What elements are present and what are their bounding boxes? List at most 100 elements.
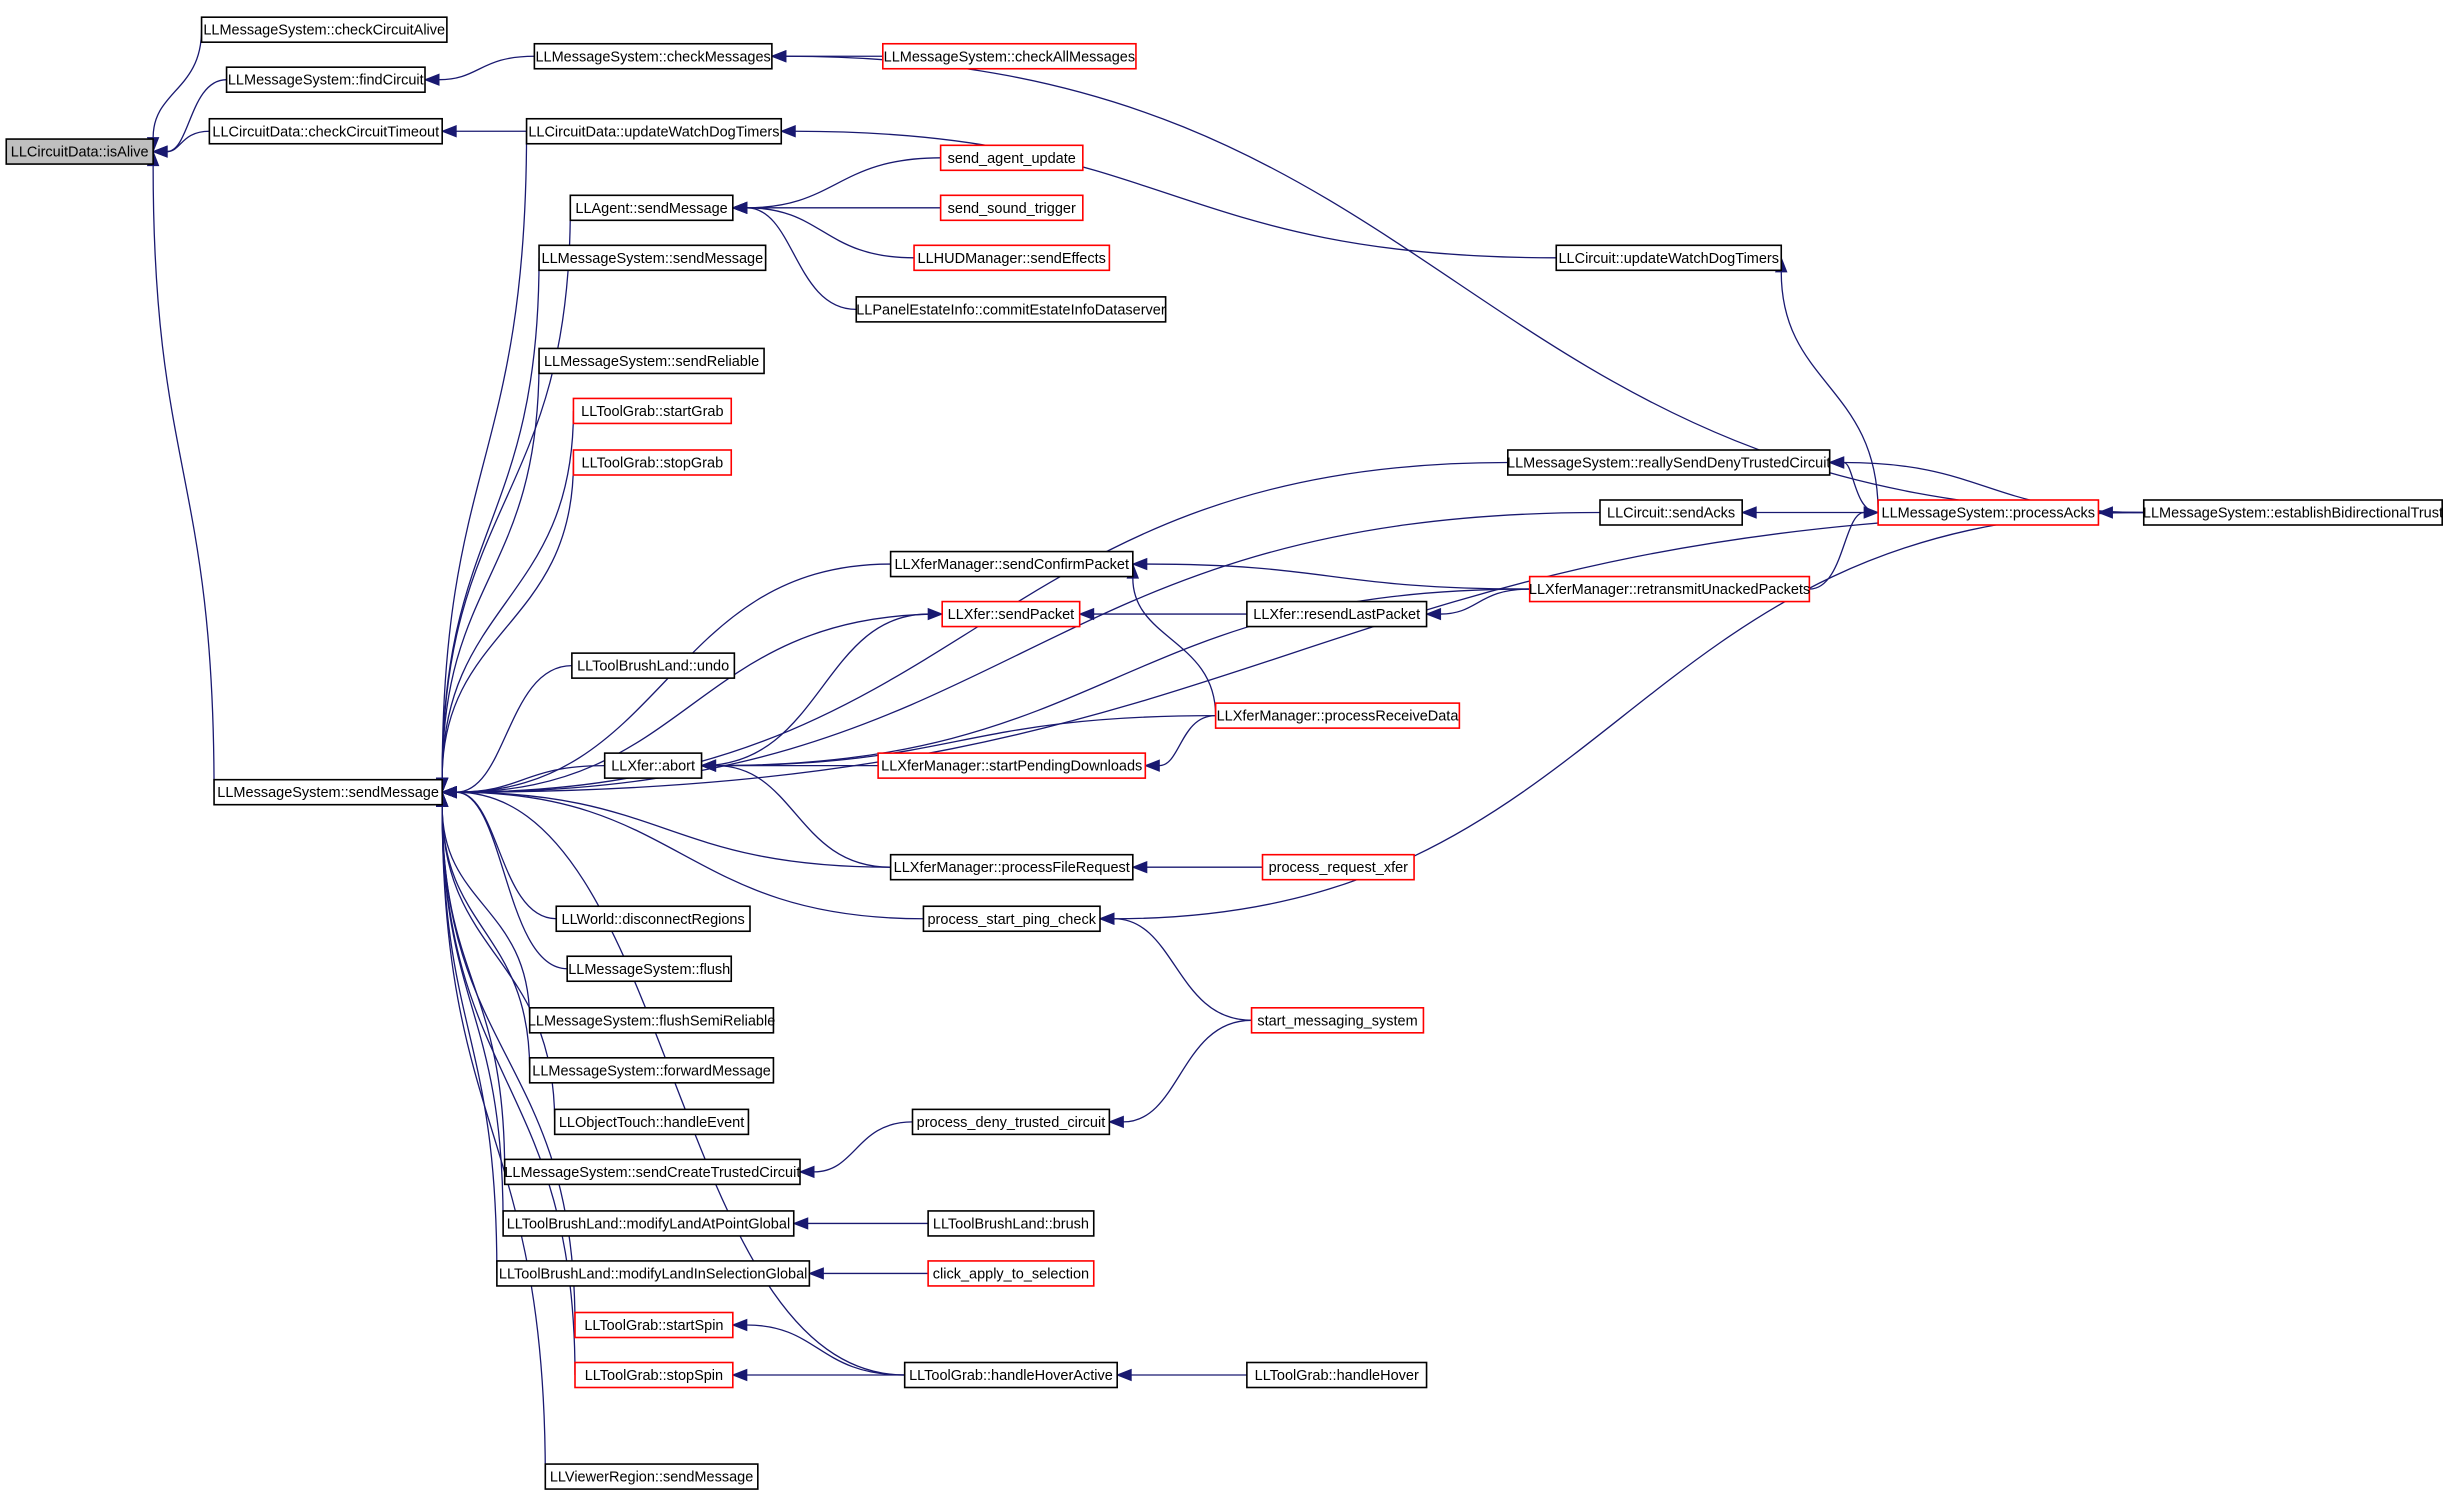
edge-arrowhead bbox=[792, 1217, 809, 1230]
edge-line bbox=[441, 806, 576, 1376]
node-send-reliable[interactable]: LLMessageSystem::sendReliable bbox=[538, 347, 765, 375]
edge-arrowhead bbox=[1078, 607, 1095, 621]
node-handle-hover[interactable]: LLToolGrab::handleHover bbox=[1246, 1361, 1428, 1389]
edge-arrowhead bbox=[1115, 1368, 1132, 1382]
node-box bbox=[603, 752, 703, 779]
node-label: LLWorld::disconnectRegions bbox=[562, 912, 745, 928]
node-box bbox=[889, 550, 1134, 578]
node-process-receive-data[interactable]: LLXferManager::processReceiveData bbox=[1214, 702, 1461, 729]
node-start-messaging[interactable]: start_messaging_system bbox=[1250, 1007, 1425, 1034]
node-label: LLXferManager::startPendingDownloads bbox=[881, 759, 1142, 775]
node-send-confirm-packet[interactable]: LLXferManager::sendConfirmPacket bbox=[889, 550, 1134, 578]
node-process-acks[interactable]: LLMessageSystem::processAcks bbox=[1877, 499, 2100, 526]
node-box bbox=[566, 955, 733, 983]
node-circuit-update-watch-dog-timers[interactable]: LLCircuit::updateWatchDogTimers bbox=[1555, 244, 1783, 272]
node-object-touch[interactable]: LLObjectTouch::handleEvent bbox=[553, 1108, 750, 1136]
edge-arrowhead bbox=[1863, 506, 1880, 519]
node-stop-grab[interactable]: LLToolGrab::stopGrab bbox=[572, 449, 733, 476]
edge-line bbox=[456, 791, 568, 970]
node-box bbox=[877, 752, 1147, 779]
node-hud-send-effects[interactable]: LLHUDManager::sendEffects bbox=[913, 244, 1111, 272]
node-cd-update-watch-dog-timers[interactable]: LLCircuitData::updateWatchDogTimers bbox=[525, 117, 783, 145]
node-send-sound-trigger[interactable]: send_sound_trigger bbox=[939, 194, 1084, 222]
node-label: LLMessageSystem::sendCreateTrustedCircui… bbox=[504, 1165, 800, 1181]
edge-line bbox=[1440, 588, 1530, 615]
node-process-request-xfer[interactable]: process_request_xfer bbox=[1261, 853, 1415, 881]
node-label: LLMessageSystem::forwardMessage bbox=[532, 1063, 771, 1079]
node-box bbox=[1877, 499, 2100, 526]
node-find-circuit[interactable]: LLMessageSystem::findCircuit bbox=[225, 66, 426, 93]
node-click-apply[interactable]: click_apply_to_selection bbox=[927, 1260, 1095, 1287]
edge-line bbox=[715, 764, 891, 868]
node-label: LLMessageSystem::sendReliable bbox=[544, 354, 759, 370]
node-box bbox=[1261, 853, 1415, 881]
node-label: LLCircuitData::updateWatchDogTimers bbox=[528, 124, 779, 140]
edge-line bbox=[441, 410, 575, 779]
node-process-file-request[interactable]: LLXferManager::processFileRequest bbox=[889, 853, 1134, 881]
node-modify-land-in-sel[interactable]: LLToolBrushLand::modifyLandInSelectionGl… bbox=[496, 1260, 811, 1287]
node-modify-land-at-point[interactable]: LLToolBrushLand::modifyLandAtPointGlobal bbox=[502, 1210, 795, 1237]
node-stop-spin[interactable]: LLToolGrab::stopSpin bbox=[574, 1361, 734, 1389]
node-check-circuit-timeout[interactable]: LLCircuitData::checkCircuitTimeout bbox=[208, 117, 443, 145]
edge-viewer-region-send-to-ms-send-message-main bbox=[435, 790, 546, 1477]
node-label: LLMessageSystem::sendMessage bbox=[217, 785, 439, 801]
node-process-deny-trusted[interactable]: process_deny_trusted_circuit bbox=[911, 1108, 1111, 1136]
edge-arrowhead bbox=[1143, 759, 1160, 772]
edge-retransmit-to-process-acks bbox=[1809, 506, 1880, 590]
node-label: LLCircuitData::checkCircuitTimeout bbox=[212, 124, 439, 140]
node-establish-trust[interactable]: LLMessageSystem::establishBidirectionalT… bbox=[2142, 499, 2443, 526]
node-handle-hover-active[interactable]: LLToolGrab::handleHoverActive bbox=[903, 1361, 1118, 1389]
node-box bbox=[913, 244, 1111, 272]
node-is-alive[interactable]: LLCircuitData::isAlive bbox=[5, 138, 154, 165]
node-forward-message[interactable]: LLMessageSystem::forwardMessage bbox=[528, 1057, 775, 1084]
node-agent-send-message[interactable]: LLAgent::sendMessage bbox=[569, 194, 734, 222]
graph-nodes: LLCircuitData::isAlive LLMessageSystem::c… bbox=[5, 16, 2443, 1490]
node-start-grab[interactable]: LLToolGrab::startGrab bbox=[572, 397, 733, 425]
edge-modify-land-in-sel-to-ms-send-message-main bbox=[435, 790, 498, 1274]
edge-line bbox=[1809, 511, 1865, 590]
node-resend-last-packet[interactable]: LLXfer::resendLastPacket bbox=[1246, 600, 1428, 628]
node-process-start-ping[interactable]: process_start_ping_check bbox=[922, 905, 1101, 933]
node-flush[interactable]: LLMessageSystem::flush bbox=[566, 955, 733, 983]
edge-process-deny-trusted-to-send-create-trusted bbox=[798, 1121, 913, 1179]
node-label: LLToolBrushLand::brush bbox=[933, 1216, 1089, 1232]
node-really-send-deny[interactable]: LLMessageSystem::reallySendDenyTrustedCi… bbox=[1507, 449, 1831, 476]
node-label: LLMessageSystem::processAcks bbox=[1882, 506, 2096, 522]
node-box bbox=[208, 117, 443, 145]
node-label: LLToolBrushLand::modifyLandAtPointGlobal bbox=[507, 1216, 790, 1232]
node-xfer-abort[interactable]: LLXfer::abort bbox=[603, 752, 703, 779]
node-retransmit[interactable]: LLXferManager::retransmitUnackedPackets bbox=[1528, 575, 1811, 603]
node-label: LLObjectTouch::handleEvent bbox=[559, 1115, 744, 1131]
node-box bbox=[2142, 499, 2443, 526]
node-check-circuit-alive[interactable]: LLMessageSystem::checkCircuitAlive bbox=[200, 16, 448, 43]
node-ms-send-message-main[interactable]: LLMessageSystem::sendMessage bbox=[213, 778, 443, 806]
node-label: LLToolGrab::handleHover bbox=[1255, 1368, 1419, 1384]
node-brush[interactable]: LLToolBrushLand::brush bbox=[927, 1210, 1095, 1237]
node-viewer-region-send[interactable]: LLViewerRegion::sendMessage bbox=[544, 1463, 759, 1490]
node-label: process_deny_trusted_circuit bbox=[917, 1115, 1106, 1131]
edge-arrowhead bbox=[440, 125, 457, 138]
node-xfer-send-packet[interactable]: LLXfer::sendPacket bbox=[941, 600, 1081, 628]
node-check-messages[interactable]: LLMessageSystem::checkMessages bbox=[533, 42, 773, 70]
node-commit-estate[interactable]: LLPanelEstateInfo::commitEstateInfoDatas… bbox=[855, 296, 1167, 323]
edge-arrowhead bbox=[1425, 607, 1442, 621]
edge-line bbox=[701, 613, 929, 767]
node-brush-undo[interactable]: LLToolBrushLand::undo bbox=[571, 652, 736, 679]
node-box bbox=[911, 1108, 1111, 1136]
edge-line bbox=[1159, 714, 1216, 767]
node-send-create-trusted[interactable]: LLMessageSystem::sendCreateTrustedCircui… bbox=[503, 1158, 801, 1186]
edge-arrowhead bbox=[770, 50, 787, 63]
node-start-spin[interactable]: LLToolGrab::startSpin bbox=[574, 1311, 734, 1339]
node-send-acks[interactable]: LLCircuit::sendAcks bbox=[1599, 499, 1743, 526]
node-box bbox=[1599, 499, 1743, 526]
node-send-agent-update[interactable]: send_agent_update bbox=[939, 144, 1084, 172]
node-flush-semi-reliable[interactable]: LLMessageSystem::flushSemiReliable bbox=[528, 1007, 775, 1034]
edge-line bbox=[456, 791, 924, 920]
node-label: process_request_xfer bbox=[1269, 860, 1409, 876]
node-start-pending-downloads[interactable]: LLXferManager::startPendingDownloads bbox=[877, 752, 1147, 779]
node-ms-send-message1[interactable]: LLMessageSystem::sendMessage bbox=[538, 244, 767, 272]
node-disconnect-regions[interactable]: LLWorld::disconnectRegions bbox=[555, 905, 751, 933]
edge-send-agent-update-to-agent-send-message bbox=[731, 157, 941, 215]
node-label: LLXfer::abort bbox=[611, 759, 695, 775]
node-check-all-messages[interactable]: LLMessageSystem::checkAllMessages bbox=[882, 42, 1137, 70]
